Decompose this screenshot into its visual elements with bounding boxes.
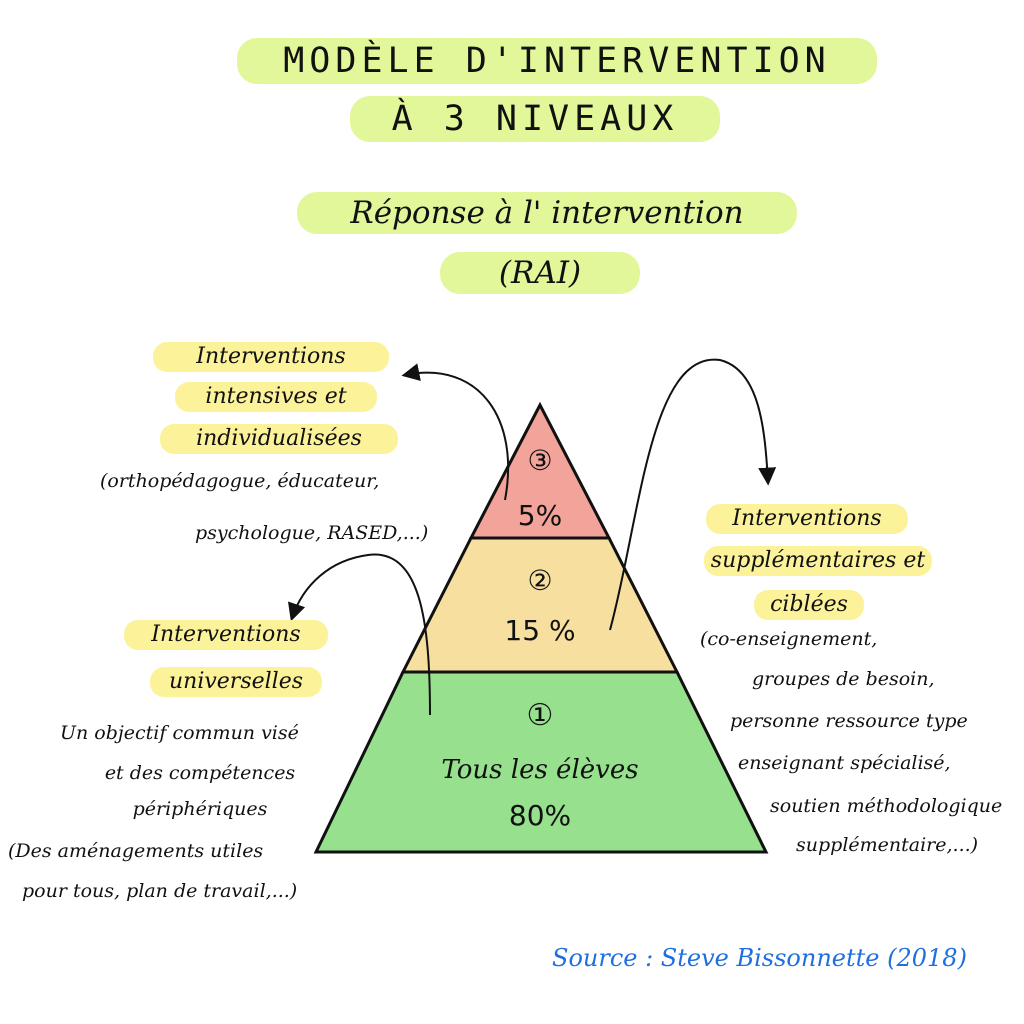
universal-details-4: (Des aménagements utiles (8, 840, 264, 862)
tier-3-percent: 5% (518, 499, 562, 532)
intensive-title-2: intensives et (175, 382, 377, 412)
targeted-title-1: Interventions (706, 504, 908, 534)
source-credit: Source : Steve Bissonnette (2018) (552, 944, 967, 972)
subtitle-line-2: (RAI) (440, 252, 640, 294)
intensive-title-3: individualisées (160, 424, 398, 454)
universal-details-1: Un objectif commun visé (60, 722, 299, 744)
title-line-2: À 3 NIVEAUX (350, 96, 720, 142)
arrow-to-universal (288, 553, 431, 716)
arrow-to-intensive (401, 363, 510, 501)
intensive-title-1: Interventions (153, 342, 389, 372)
targeted-details-2: groupes de besoin, (752, 668, 935, 690)
universal-title-1: Interventions (124, 620, 328, 650)
tier-1-percent: 80% (509, 799, 571, 832)
subtitle-line-1: Réponse à l' intervention (297, 192, 797, 234)
tier-2-shape (400, 536, 680, 674)
tier-2-percent: 15 % (504, 614, 575, 647)
universal-details-2: et des compétences (104, 762, 296, 784)
tier-1-number: ① (527, 698, 554, 733)
targeted-details-4: enseignant spécialisé, (738, 752, 951, 774)
universal-details-3: périphériques (132, 798, 268, 820)
targeted-details-6: supplémentaire,...) (796, 834, 979, 856)
tier-1-shape (313, 670, 769, 854)
targeted-title-2: supplémentaires et (704, 546, 932, 576)
tier-2-number: ② (527, 564, 552, 597)
intensive-details-1: (orthopédagogue, éducateur, (100, 470, 380, 492)
targeted-details-5: soutien méthodologique (770, 795, 1003, 817)
targeted-details-3: personne ressource type (730, 710, 968, 732)
tier-3-number: ③ (527, 444, 552, 477)
targeted-details-1: (co-enseignement, (700, 628, 878, 650)
universal-details-5: pour tous, plan de travail,...) (22, 880, 298, 902)
universal-title-2: universelles (150, 667, 322, 697)
targeted-title-3: ciblées (754, 590, 864, 620)
title-line-1: MODÈLE D'INTERVENTION (237, 38, 877, 84)
tier-1-label: Tous les élèves (441, 755, 638, 785)
arrow-to-targeted (609, 358, 777, 631)
intensive-details-2: psychologue, RASED,...) (195, 522, 429, 544)
